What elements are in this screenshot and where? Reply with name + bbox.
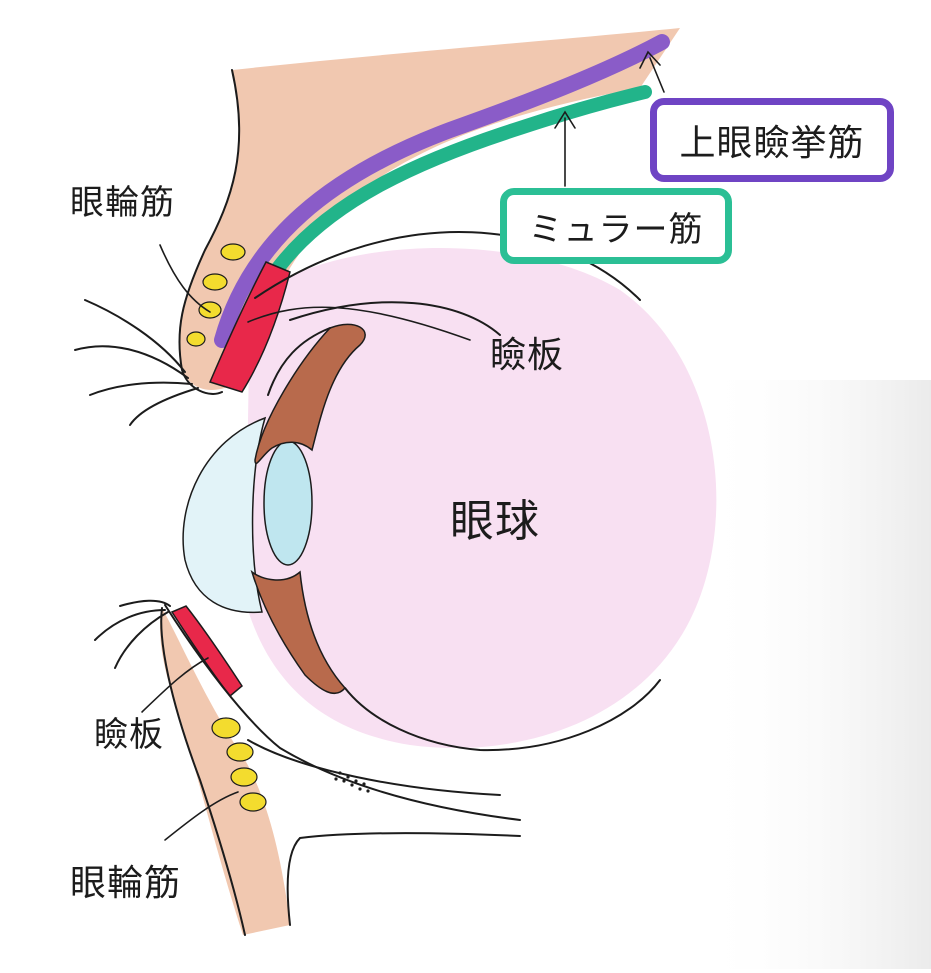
- lower-eyelid-skin: [160, 608, 290, 935]
- label-muller-box: ミュラー筋: [500, 188, 732, 264]
- eyeball-shape: [245, 247, 717, 749]
- label-orbicularis-lower: 眼輪筋: [70, 863, 182, 904]
- iris-upper: [254, 323, 366, 465]
- label-eyeball: 眼球: [450, 496, 540, 547]
- levator-muscle: [214, 34, 670, 348]
- leader-lines: [141, 50, 665, 841]
- scan-shadow: [700, 380, 931, 969]
- upper-fat-lobules: [186, 243, 246, 347]
- label-levator-box: 上眼瞼挙筋: [650, 98, 894, 182]
- lens: [263, 440, 313, 566]
- lower-lid-dots: [334, 771, 370, 793]
- upper-eyelid-skin: [179, 28, 680, 390]
- label-levator: 上眼瞼挙筋: [679, 123, 865, 164]
- cornea: [182, 416, 267, 614]
- muller-muscle: [271, 85, 652, 275]
- label-muller: ミュラー筋: [528, 209, 704, 250]
- label-orbicularis-upper: 眼輪筋: [70, 183, 175, 223]
- lower-fat-lobules: [211, 717, 267, 812]
- label-tarsus-lower: 瞼板: [94, 715, 164, 755]
- lower-tarsus: [170, 605, 243, 698]
- upper-tarsus: [208, 261, 291, 393]
- label-tarsus-upper: 瞼板: [490, 335, 565, 376]
